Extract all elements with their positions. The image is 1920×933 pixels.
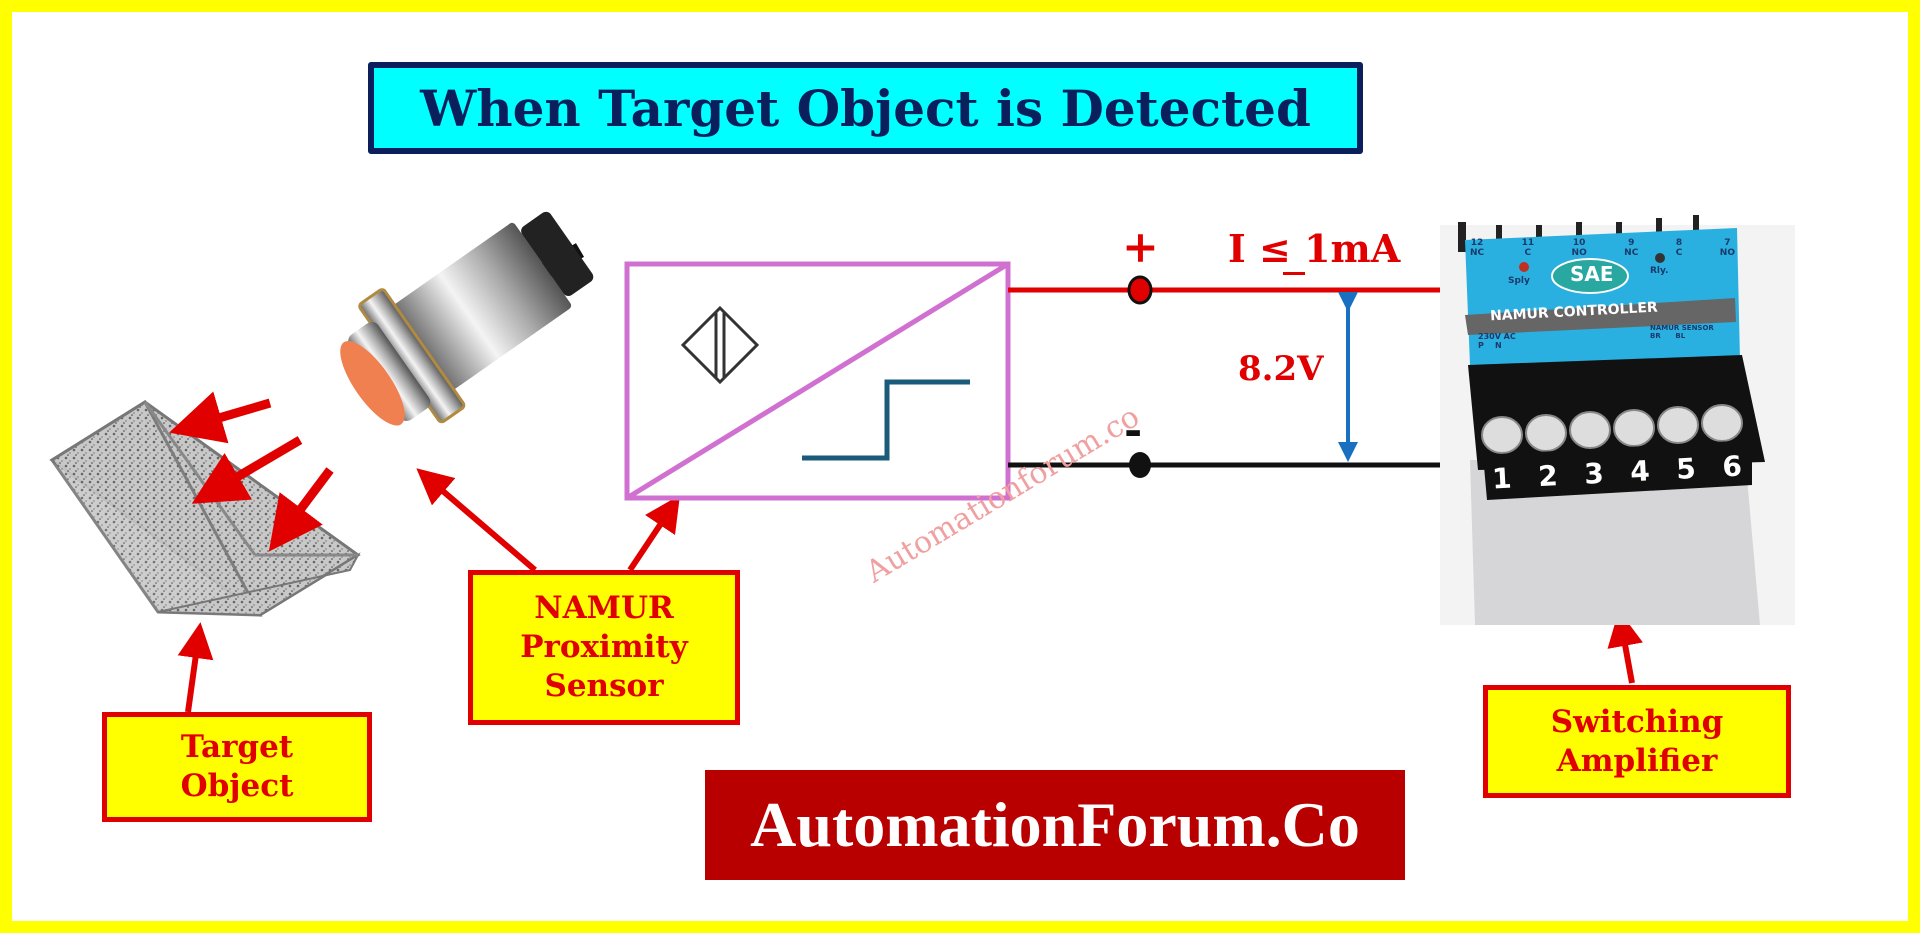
page-title: When Target Object is Detected: [368, 62, 1363, 154]
pointer-arrow-sensor: [416, 468, 537, 573]
namur-symbol-box: [624, 261, 1011, 501]
positive-terminal-dot: [1127, 275, 1153, 305]
voltage-label: 8.2V: [1238, 349, 1324, 389]
negative-terminal-dot: [1129, 452, 1151, 478]
switching-step-icon: [802, 379, 970, 461]
label-namur-proximity-sensor: NAMUR Proximity Sensor: [468, 570, 740, 725]
field-arrows: [169, 391, 334, 552]
current-label: I ≤ 1mA: [1228, 226, 1401, 271]
target-object-block: [49, 399, 361, 617]
pointer-arrow-symbol: [627, 495, 680, 572]
brand-banner: AutomationForum.Co: [705, 770, 1405, 880]
pointer-arrow-amplifier: [1607, 610, 1643, 684]
sensor-terminal-label: NAMUR SENSOR BR BL: [1650, 324, 1714, 340]
terminal-5: 5: [1675, 451, 1697, 486]
indicator-supply: Sply: [1508, 276, 1530, 286]
inductive-sensor-icon: [680, 305, 760, 385]
terminal-1: 1: [1491, 461, 1513, 496]
terminal-6: 6: [1721, 449, 1743, 484]
negative-sign: -: [1124, 405, 1143, 456]
pointer-arrow-target: [177, 622, 214, 713]
positive-sign: +: [1122, 222, 1159, 273]
label-target-object: Target Object: [102, 712, 372, 822]
label-switching-amplifier: Switching Amplifier: [1483, 685, 1791, 798]
namur-controller-image: [1440, 215, 1795, 625]
controller-brand: SAE: [1570, 262, 1614, 286]
terminal-3: 3: [1583, 456, 1605, 491]
supply-label: 230V AC P N: [1478, 332, 1516, 350]
terminal-4: 4: [1629, 454, 1651, 489]
indicator-relay: Rly.: [1650, 266, 1669, 276]
terminal-2: 2: [1537, 459, 1559, 494]
current-underline: [1283, 272, 1305, 275]
proximity-sensor-image: [340, 211, 594, 426]
